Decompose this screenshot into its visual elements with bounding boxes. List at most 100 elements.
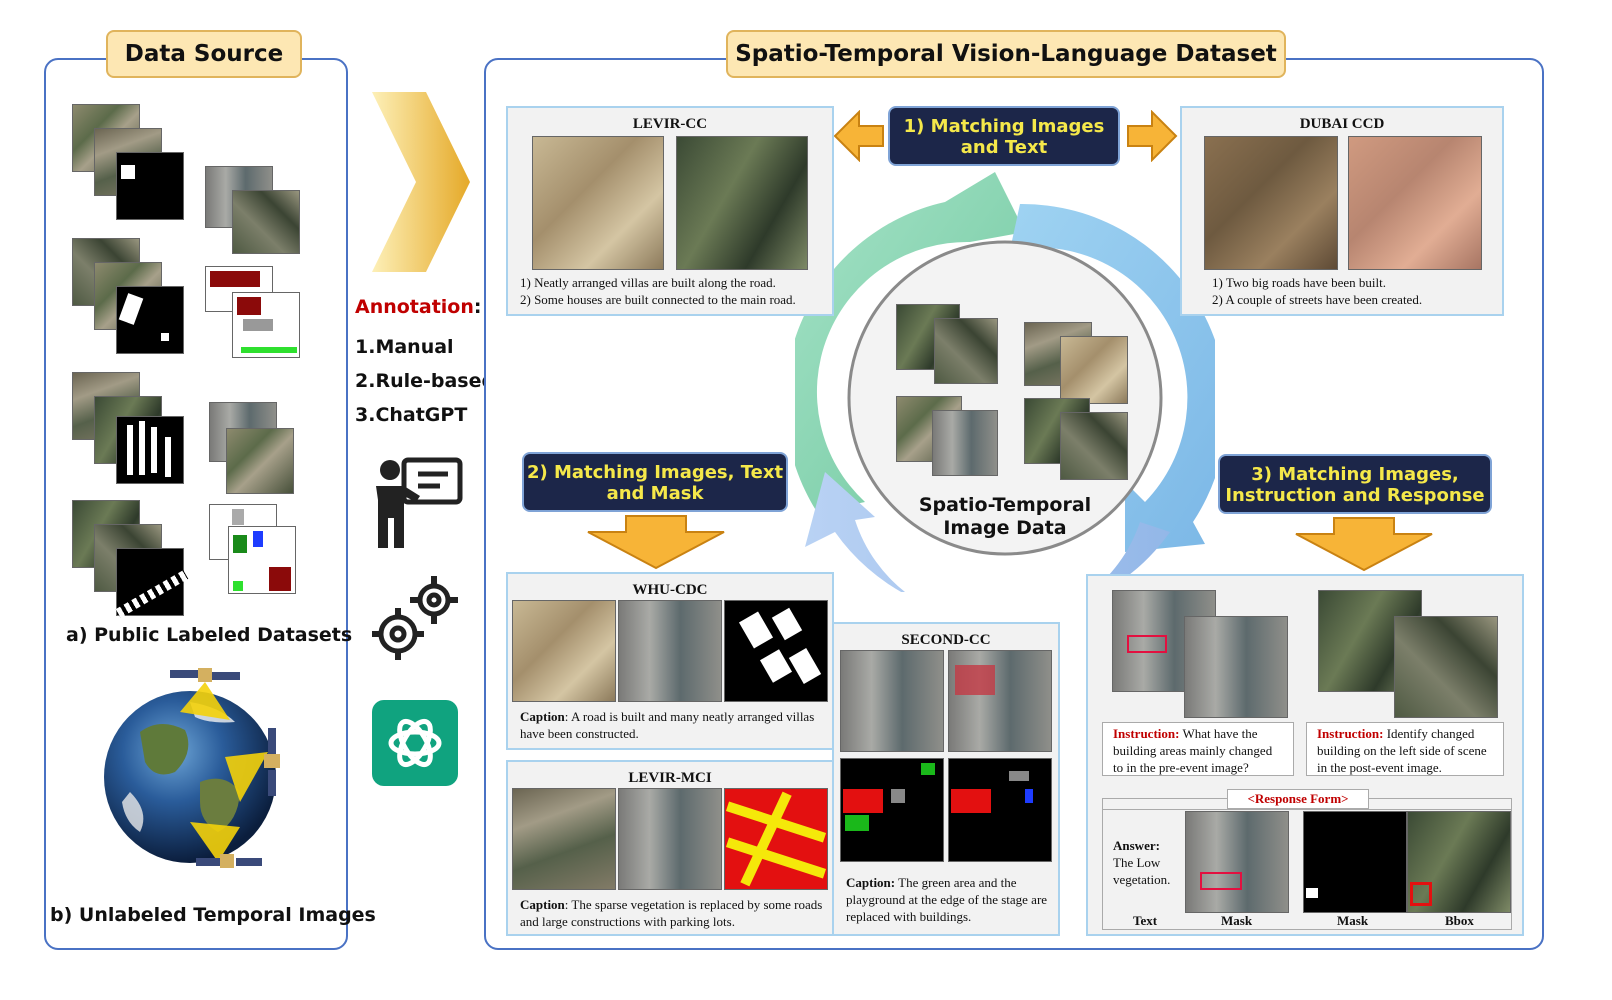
instruction-1: Instruction: What have the building area…	[1102, 722, 1294, 776]
whu-caption-label: Caption	[520, 709, 565, 724]
step3-label: 3) Matching Images, Instruction and Resp…	[1218, 454, 1492, 514]
levir-mci-box: LEVIR-MCI Caption: The sparse vegetation…	[506, 760, 834, 936]
whu-cdc-box: WHU-CDC Caption: A road is built and man…	[506, 572, 834, 750]
instruction-2: Instruction: Identify changed building o…	[1306, 722, 1504, 776]
data-source-title: Data Source	[106, 30, 302, 78]
dubai-ccd-title: DUBAI CCD	[1299, 116, 1385, 132]
second-mask-before	[840, 758, 944, 862]
levir-cc-image-after	[676, 136, 808, 270]
second-caption-text: The green area and the playground at the…	[846, 875, 1048, 924]
second-image-before	[840, 650, 944, 752]
change-mask-image	[116, 152, 184, 220]
levir-mci-title: LEVIR-MCI	[628, 770, 712, 786]
answer-block: Answer: The Low vegetation.	[1113, 837, 1183, 888]
annotation-label: Annotation	[355, 296, 474, 318]
response-form-title: <Response Form>	[1227, 789, 1369, 809]
second-caption: Caption: The green area and the playgrou…	[846, 874, 1052, 925]
second-caption-label: Caption:	[846, 875, 896, 890]
dataset-image	[226, 428, 294, 494]
annotation-item: 3.ChatGPT	[355, 404, 468, 426]
unlabeled-images-label: b) Unlabeled Temporal Images	[50, 904, 376, 926]
dubai-caption-1: 1) Two big roads have been built.	[1212, 275, 1386, 290]
center-image	[934, 318, 998, 384]
step2-label: 2) Matching Images, Text and Mask	[522, 452, 788, 512]
semantic-mask-image	[232, 292, 300, 358]
second-cc-box: SECOND-CC Caption: The green area and th…	[832, 622, 1060, 936]
center-label-line1: Spatio-Temporal	[918, 494, 1092, 516]
whu-image-before	[512, 600, 616, 702]
col-label-text: Text	[1133, 913, 1158, 928]
response-form: <Response Form> Answer: The Low vegetati…	[1102, 789, 1512, 930]
levir-mci-mask	[724, 788, 828, 890]
levir-mci-image-before	[512, 788, 616, 890]
chatgpt-icon	[372, 700, 458, 786]
whu-caption-text: : A road is built and many neatly arrang…	[520, 709, 815, 741]
instruction-response-box: Instruction: What have the building area…	[1086, 574, 1524, 936]
levir-cc-caption-2: 2) Some houses are built connected to th…	[520, 292, 796, 307]
whu-mask	[724, 600, 828, 702]
second-cc-title: SECOND-CC	[901, 632, 991, 648]
instruction-1-label: Instruction:	[1113, 726, 1180, 741]
center-image	[1060, 336, 1128, 404]
levir-cc-image-before	[532, 136, 664, 270]
center-image	[932, 410, 998, 476]
levir-cc-box: LEVIR-CC 1) Neatly arranged villas are b…	[506, 106, 834, 316]
answer-text: The Low vegetation.	[1113, 855, 1171, 887]
dubai-image-before	[1204, 136, 1338, 270]
annotation-item: 1.Manual	[355, 336, 454, 358]
whu-cdc-title: WHU-CDC	[632, 582, 708, 598]
center-label: Spatio-Temporal Image Data	[900, 494, 1110, 540]
instr2-image-after	[1394, 616, 1498, 718]
step3-line2: Instruction and Response	[1225, 485, 1485, 506]
levir-cc-title: LEVIR-CC	[632, 116, 708, 132]
teacher-icon	[376, 457, 463, 548]
down-arrow-icon	[587, 515, 725, 570]
right-arrow-icon	[1127, 110, 1178, 162]
semantic-mask-image	[228, 526, 296, 594]
dubai-image-after	[1348, 136, 1482, 270]
annotation-colon: :	[473, 296, 482, 318]
step1-line1: 1) Matching Images	[903, 116, 1105, 137]
public-datasets-label: a) Public Labeled Datasets	[66, 624, 353, 646]
levir-cc-caption-1: 1) Neatly arranged villas are built alon…	[520, 275, 776, 290]
instr1-image-after	[1184, 616, 1288, 718]
instruction-2-text: Identify changed building on the left si…	[1317, 726, 1487, 775]
dubai-ccd-box: DUBAI CCD 1) Two big roads have been bui…	[1180, 106, 1504, 316]
levir-mci-image-after	[618, 788, 722, 890]
annotation-heading: Annotation:	[355, 296, 482, 318]
levir-mci-caption: Caption: The sparse vegetation is replac…	[520, 896, 824, 930]
answer-label: Answer:	[1113, 838, 1160, 853]
flow-arrow-icon	[372, 92, 470, 272]
col-label-mask-2: Mask	[1337, 913, 1369, 928]
annotation-list: 1.Manual 2.Rule-based 3.ChatGPT	[355, 330, 495, 432]
whu-image-after	[618, 600, 722, 702]
step2-line1: 2) Matching Images, Text	[526, 462, 784, 483]
main-title: Spatio-Temporal Vision-Language Dataset	[726, 30, 1286, 78]
left-arrow-icon	[833, 110, 884, 162]
whu-caption: Caption: A road is built and many neatly…	[520, 708, 820, 742]
gears-icon	[372, 576, 458, 660]
change-mask-image	[115, 548, 189, 618]
second-mask-after	[948, 758, 1052, 862]
step1-line2: and Text	[960, 137, 1048, 158]
response-mask	[1303, 811, 1407, 913]
dataset-image	[232, 190, 300, 254]
response-bbox-image	[1407, 811, 1511, 913]
change-mask-image	[116, 286, 184, 354]
instruction-1-text: What have the building areas mainly chan…	[1113, 726, 1273, 775]
dubai-caption-2: 2) A couple of streets have been created…	[1212, 292, 1423, 307]
step2-line2: and Mask	[606, 483, 704, 504]
levir-mci-caption-text: : The sparse vegetation is replaced by s…	[520, 897, 823, 929]
col-label-bbox: Bbox	[1445, 913, 1474, 928]
down-arrow-icon	[1295, 517, 1433, 572]
center-image	[1060, 412, 1128, 480]
levir-mci-caption-label: Caption	[520, 897, 565, 912]
col-label-mask-1: Mask	[1221, 913, 1253, 928]
step1-label: 1) Matching Images and Text	[888, 106, 1120, 166]
center-label-line2: Image Data	[943, 517, 1067, 539]
step3-line1: 3) Matching Images,	[1251, 464, 1459, 485]
annotation-item: 2.Rule-based	[355, 370, 496, 392]
change-mask-image	[116, 416, 184, 484]
satellite-earth-icon	[104, 668, 280, 868]
second-image-after	[948, 650, 1052, 752]
